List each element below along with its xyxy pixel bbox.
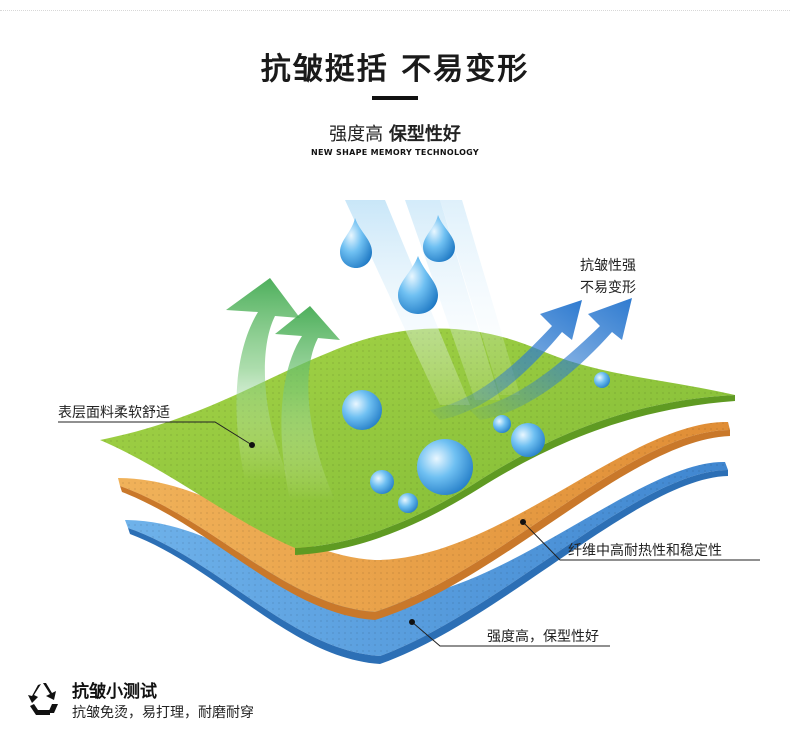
breathable-green-arrows — [226, 278, 340, 500]
footer-description: 抗皱免烫，易打理，耐磨耐穿 — [72, 705, 254, 721]
beaded-water-drops — [342, 372, 610, 513]
blue-base-layer — [125, 461, 728, 664]
callout-wrinkle-line2: 不易变形 — [580, 280, 636, 296]
title-underline — [372, 96, 418, 100]
callout-wrinkle-resistance: 抗皱性强 不易变形 — [580, 255, 636, 299]
wrinkle-resistance-blue-arrows — [430, 298, 632, 420]
subtitle-light: 强度高 — [329, 124, 384, 145]
falling-water-drops — [340, 215, 455, 314]
footer-title: 抗皱小测试 — [72, 682, 157, 702]
callout-wrinkle-line1: 抗皱性强 — [580, 258, 636, 274]
tagline: NEW SHAPE MEMORY TECHNOLOGY — [311, 148, 479, 157]
callout-surface: 表层面料柔软舒适 — [58, 405, 170, 421]
page-title: 抗皱挺括 不易变形 — [260, 52, 530, 87]
callout-bottom: 强度高，保型性好 — [487, 629, 599, 645]
green-top-layer — [100, 328, 735, 555]
top-divider — [0, 10, 790, 11]
subtitle-bold: 保型性好 — [388, 124, 461, 145]
subtitle: 强度高 保型性好 — [0, 120, 790, 146]
callout-middle: 纤维中高耐热性和稳定性 — [568, 543, 722, 559]
callout-leaders — [58, 421, 760, 647]
recycle-icon — [28, 683, 58, 715]
orange-middle-layer — [118, 421, 730, 620]
